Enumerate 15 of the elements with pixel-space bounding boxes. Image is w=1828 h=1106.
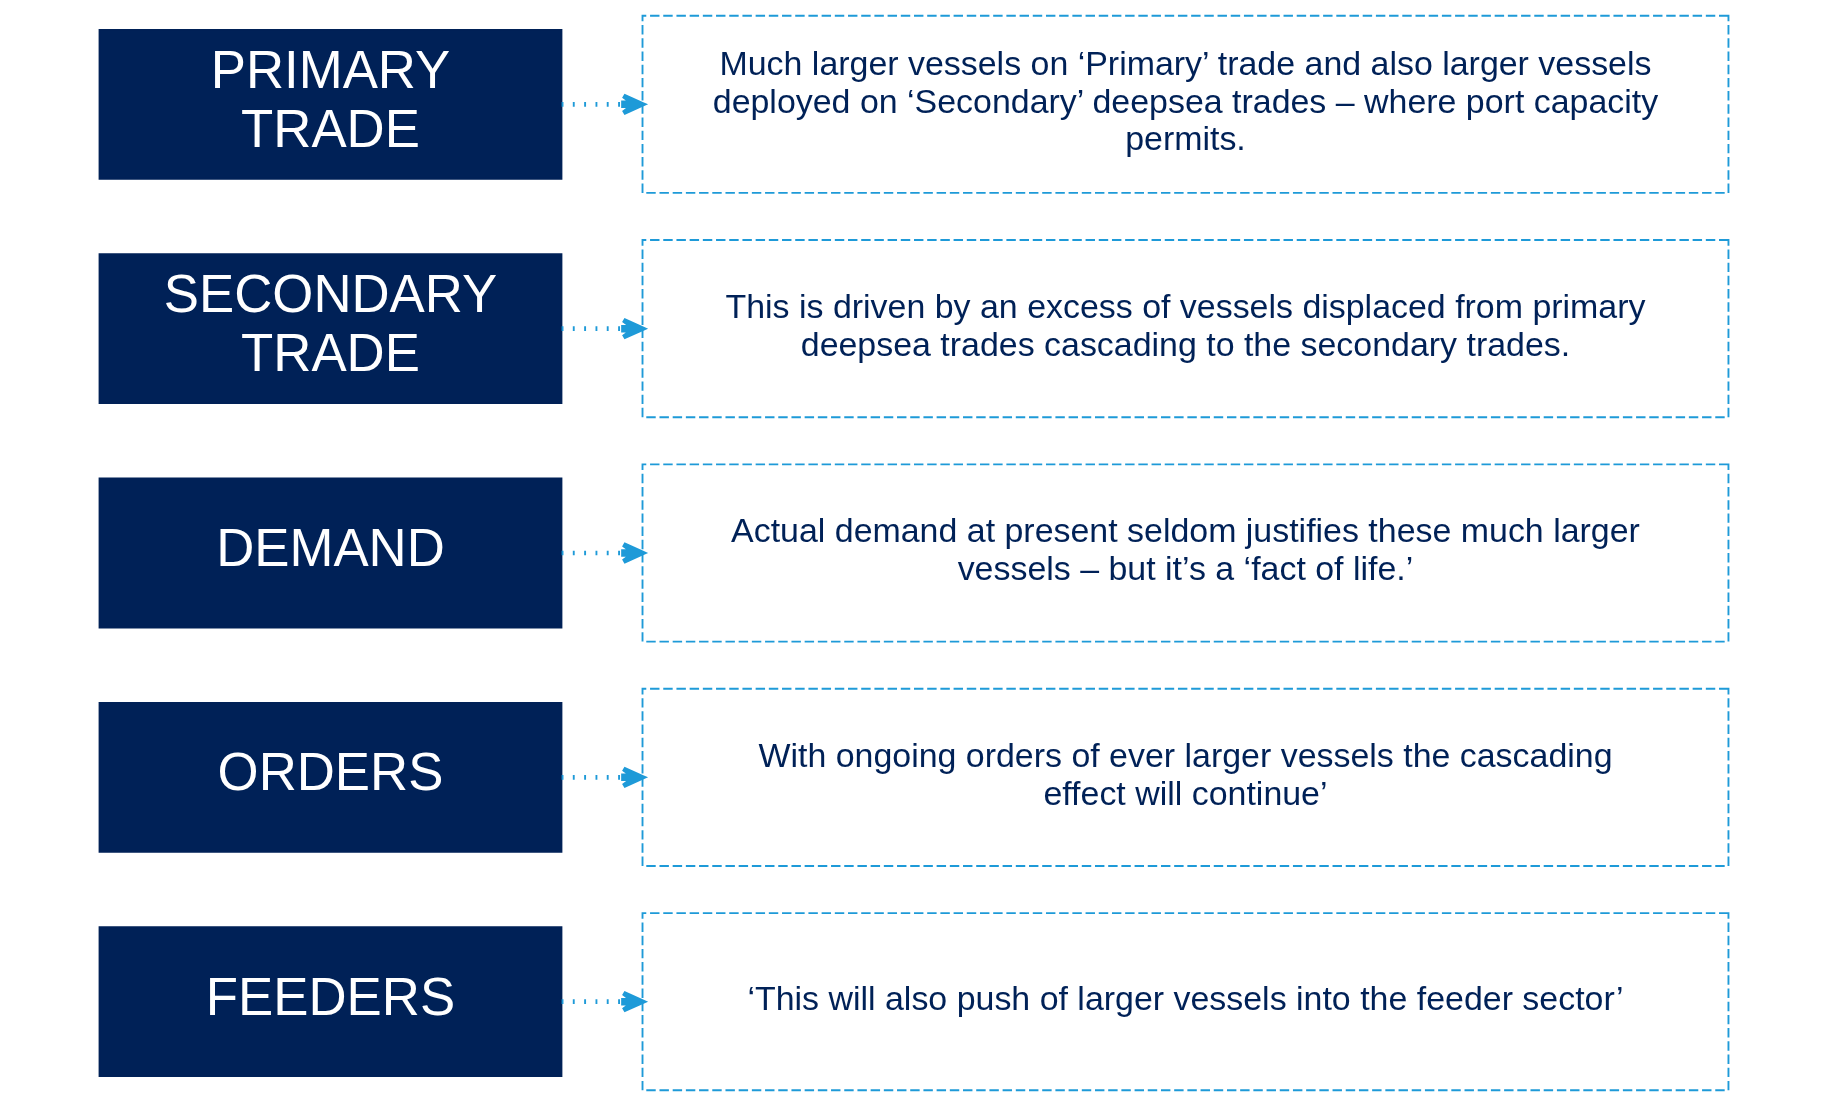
arrow <box>561 990 645 1013</box>
arrow <box>561 766 645 789</box>
node-box: DEMAND <box>98 477 563 629</box>
arrow <box>561 542 645 564</box>
node-box: ‘This will also push of larger vessels into the feeder sector’ <box>641 912 1730 1092</box>
node-box: FEEDERS <box>98 926 563 1078</box>
node-box: ORDERS <box>98 701 563 853</box>
node-box: Much larger vessels on ‘Primary’ trade and also larger vessels deployed on ‘Secondary’ deepsea trades – where port capacity permits. <box>641 14 1730 194</box>
node-box: With ongoing orders of ever larger vessels the cascading effect will continue’ <box>641 687 1730 867</box>
node-box: Actual demand at present seldom justifies these much larger vessels – but it’s a ‘fact of life.’ <box>641 463 1730 643</box>
node-box: PRIMARY TRADE <box>98 28 563 180</box>
arrow <box>561 317 645 340</box>
node-box: SECONDARY TRADE <box>98 253 563 405</box>
arrow <box>561 93 645 116</box>
node-box: This is driven by an excess of vessels displaced from primary deepsea trades cascading to the secondary trades. <box>641 239 1730 419</box>
